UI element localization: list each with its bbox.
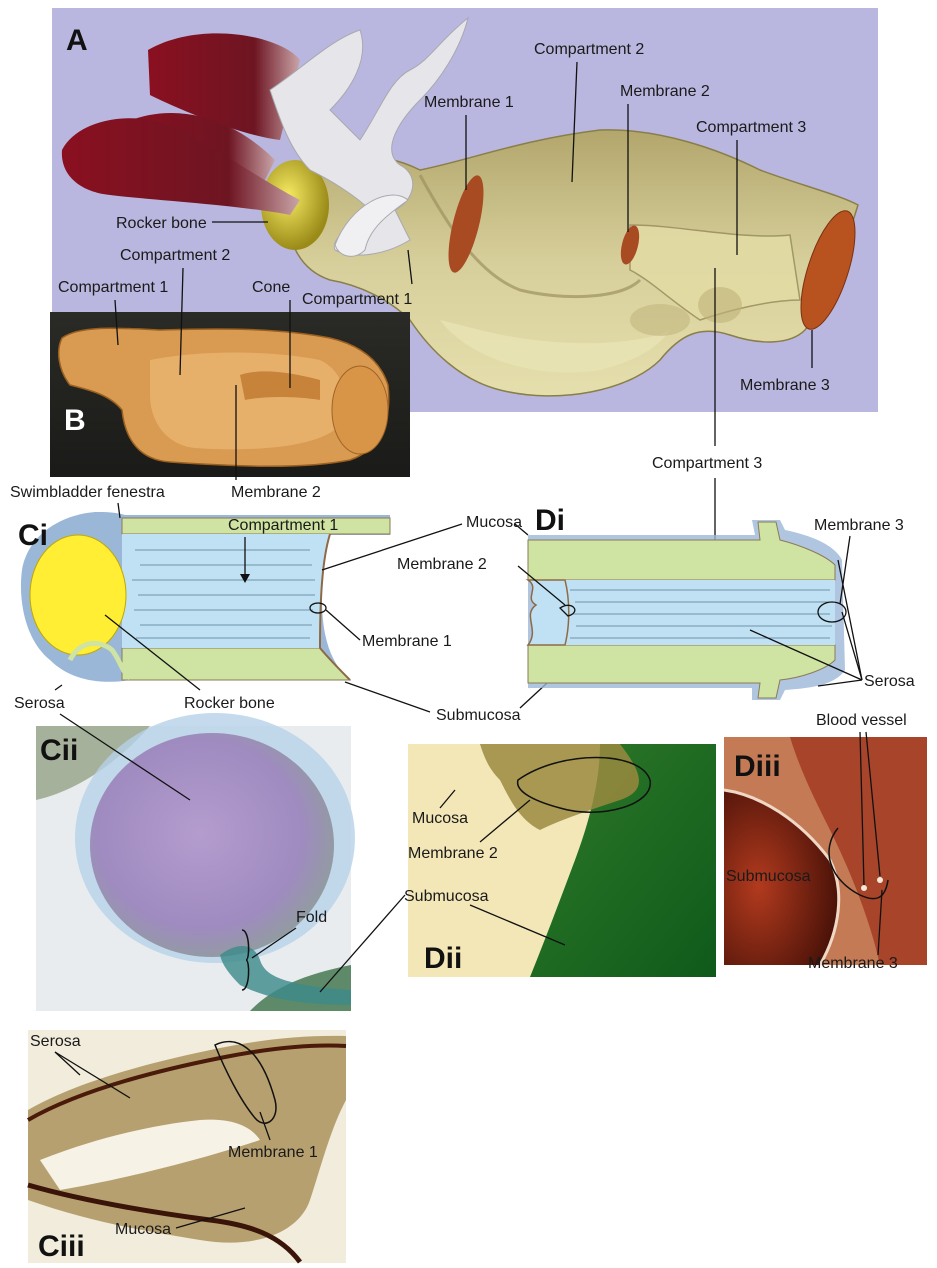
dii-label-submucosa: Submucosa	[404, 888, 489, 905]
diii-blood-vessel-2	[877, 877, 883, 883]
panel-diii: Diii Submucosa Blood vessel Membrane 3	[724, 712, 927, 972]
panel-cii-label: Cii	[40, 734, 78, 767]
ci-label-rocker-bone: Rocker bone	[184, 695, 275, 712]
diii-label-blood-vessel: Blood vessel	[816, 712, 907, 729]
a-label-compartment-2-left: Compartment 2	[120, 247, 230, 264]
b-specimen-inner	[150, 353, 345, 450]
di-label-serosa: Serosa	[864, 673, 915, 690]
dii-label-membrane-2: Membrane 2	[408, 845, 498, 862]
panel-dii-label: Dii	[424, 942, 462, 975]
diii-blood-vessel-1	[861, 885, 867, 891]
ci-label-serosa: Serosa	[14, 695, 65, 712]
panel-dii: Dii Mucosa Membrane 2 Submucosa	[404, 744, 716, 977]
ci-lumen	[122, 534, 330, 648]
panel-a-label: A	[66, 24, 88, 57]
a-label-membrane-3: Membrane 3	[740, 377, 830, 394]
b-end-cap	[332, 366, 388, 454]
leader-submucosa-ci	[345, 682, 430, 712]
ciii-label-mucosa: Mucosa	[115, 1221, 171, 1238]
a-label-compartment-1-left: Compartment 1	[58, 279, 168, 296]
a-label-membrane-1: Membrane 1	[424, 94, 514, 111]
diii-label-submucosa: Submucosa	[726, 868, 811, 885]
ci-rocker-bone	[30, 535, 126, 655]
di-submucosa-top	[528, 522, 835, 580]
di-membrane-2	[528, 580, 569, 645]
ci-leader-membrane-1	[326, 610, 360, 640]
panel-ci: Ci Compartment 1 Membrane 1 Rocker bone …	[14, 503, 452, 712]
di-label-membrane-2: Membrane 2	[397, 556, 487, 573]
ci-leader-serosa	[55, 685, 62, 690]
a-label-cone: Cone	[252, 279, 290, 296]
panel-ci-label: Ci	[18, 519, 48, 552]
a-label-compartment-3: Compartment 3	[696, 119, 806, 136]
di-submucosa-bottom	[528, 645, 835, 698]
panel-di: Di Membrane 2 Membrane 3 Serosa	[397, 504, 915, 700]
label-submucosa: Submucosa	[436, 707, 521, 724]
a-label-compartment-1: Compartment 1	[302, 291, 412, 308]
panel-b-label: B	[64, 404, 86, 437]
compartment-2-shadow	[698, 287, 742, 323]
ciii-label-membrane-1: Membrane 1	[228, 1144, 318, 1161]
compartment-3-shadow	[630, 304, 690, 336]
dii-label-mucosa: Mucosa	[412, 810, 468, 827]
panel-di-label: Di	[535, 504, 565, 537]
label-compartment-3-connector: Compartment 3	[652, 455, 762, 472]
di-leader-serosa-2	[842, 612, 862, 680]
diii-label-membrane-3: Membrane 3	[808, 955, 898, 972]
a-label-compartment-2: Compartment 2	[534, 41, 644, 58]
label-mucosa: Mucosa	[466, 514, 522, 531]
b-label-membrane-2: Membrane 2	[231, 484, 321, 501]
ciii-label-serosa: Serosa	[30, 1033, 81, 1050]
ci-label-membrane-1: Membrane 1	[362, 633, 452, 650]
cii-label-fold: Fold	[296, 909, 327, 926]
panel-ciii: Ciii Serosa Membrane 1 Mucosa	[28, 1030, 346, 1263]
a-label-rocker-bone: Rocker bone	[116, 215, 207, 232]
ci-label-compartment-1: Compartment 1	[228, 517, 338, 534]
panel-diii-label: Diii	[734, 750, 781, 783]
panel-cii: Cii Fold	[36, 713, 405, 1011]
di-label-membrane-3: Membrane 3	[814, 517, 904, 534]
ci-submucosa-bottom	[122, 648, 350, 680]
a-label-membrane-2: Membrane 2	[620, 83, 710, 100]
panel-ciii-label: Ciii	[38, 1230, 85, 1263]
label-swimbladder-fenestra: Swimbladder fenestra	[10, 484, 165, 501]
